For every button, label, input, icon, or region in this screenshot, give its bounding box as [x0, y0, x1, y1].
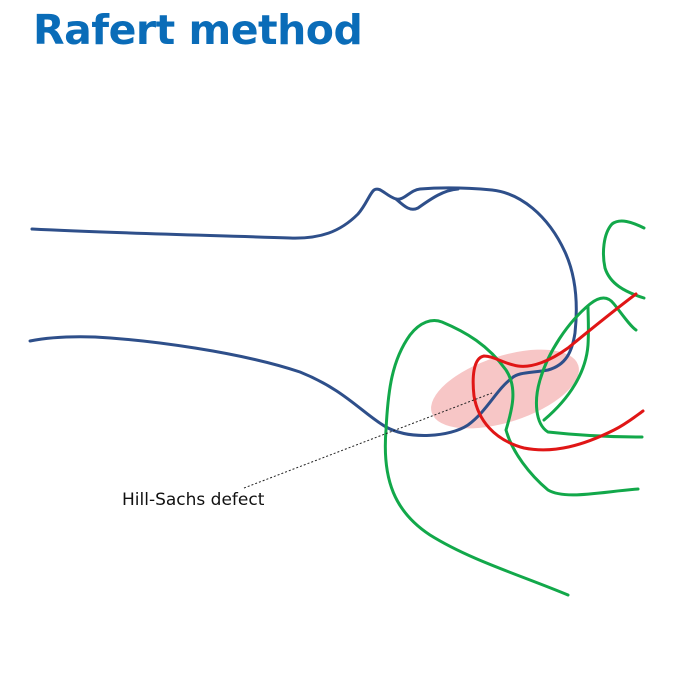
scapula-acromion-outline — [602, 219, 646, 300]
hill-sachs-defect-label: Hill-Sachs defect — [122, 490, 265, 510]
page-title: Rafert method — [33, 6, 363, 54]
scapula-coracoid-outline — [534, 296, 644, 439]
glenoid-outline — [471, 292, 645, 452]
humerus-head-notch — [394, 187, 460, 211]
scapula-main-outline — [383, 319, 640, 597]
scapula-inner-outline — [542, 304, 590, 422]
humerus-upper-outline — [28, 186, 578, 437]
callout-leader-line — [243, 392, 493, 489]
